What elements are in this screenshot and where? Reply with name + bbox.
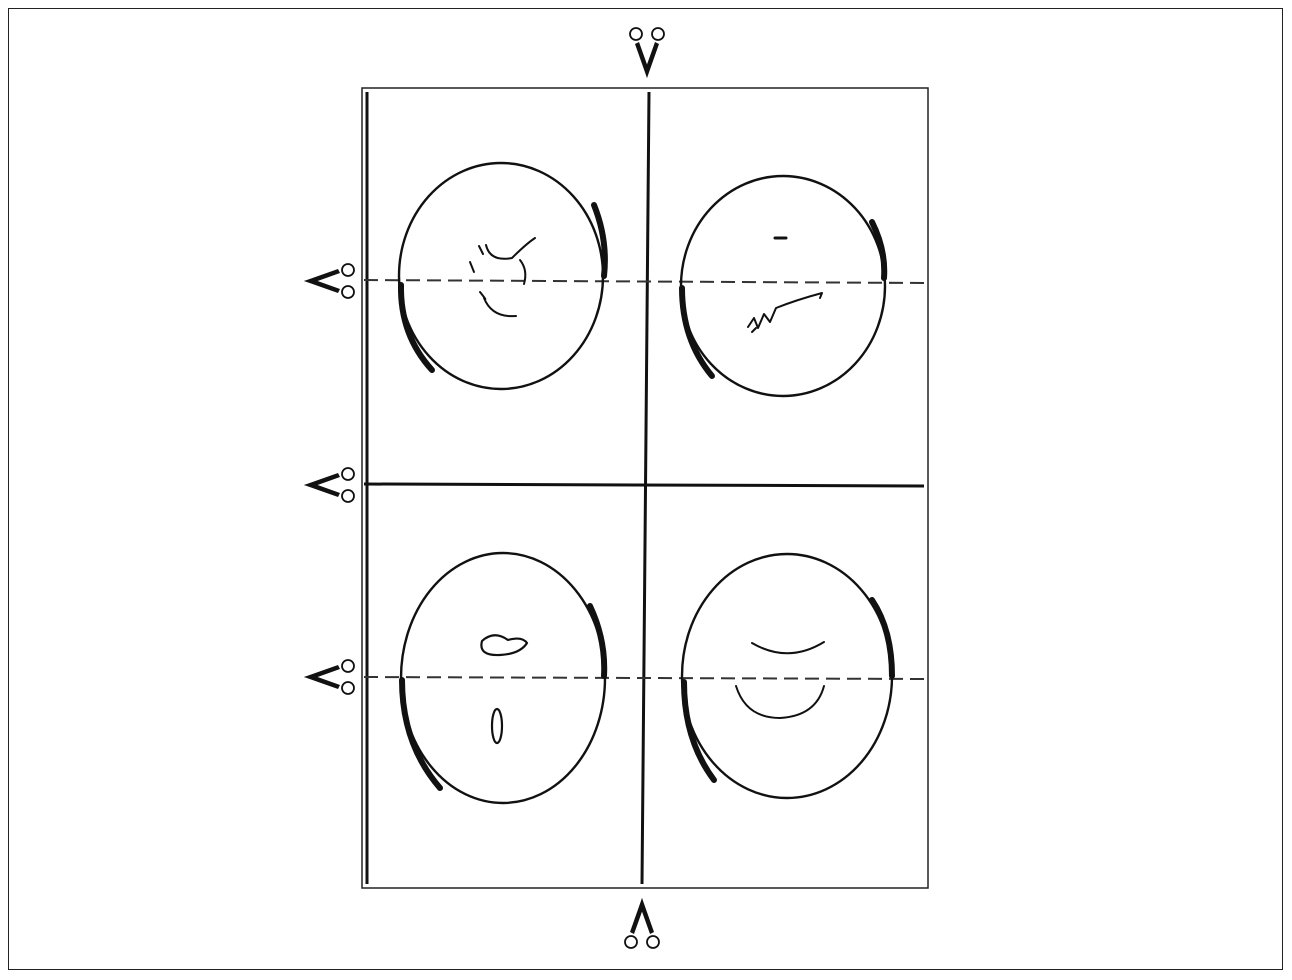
head-shading [869,219,888,281]
scissors-icon [629,27,665,79]
brow-mark [478,245,484,255]
paper-sheet [361,87,929,889]
mouth-mark [479,291,517,318]
mouth-mark [751,327,757,333]
head-shading [679,285,715,379]
head-shading [587,603,608,679]
scissors-icon [303,659,355,695]
brow-mark [485,237,536,260]
head-shading [591,202,608,279]
brow-mark [480,634,529,657]
face-panel-bottom-right [680,552,895,800]
scissors-icon [303,263,355,299]
face-panel-bottom-left [399,551,608,805]
head-shading [681,679,717,783]
mouth-mark [490,707,504,745]
vertical-divider [640,91,651,885]
scissors-icon [624,897,660,949]
horizontal-divider [363,482,925,488]
figure-frame [8,8,1283,970]
mouth-mark [747,292,823,329]
mouth-mark [735,685,825,719]
cheek-mark [519,259,527,285]
cheek-mark [469,261,475,273]
head-shading [399,677,443,791]
face-panel-top-left [397,161,608,391]
scissors-icon [303,467,355,503]
head-shading [397,282,435,373]
face-panel-top-right [679,174,888,398]
cut-line-top [363,279,925,284]
cut-line-bottom [363,676,925,680]
brow-mark [751,641,825,655]
head-shading [869,597,895,679]
